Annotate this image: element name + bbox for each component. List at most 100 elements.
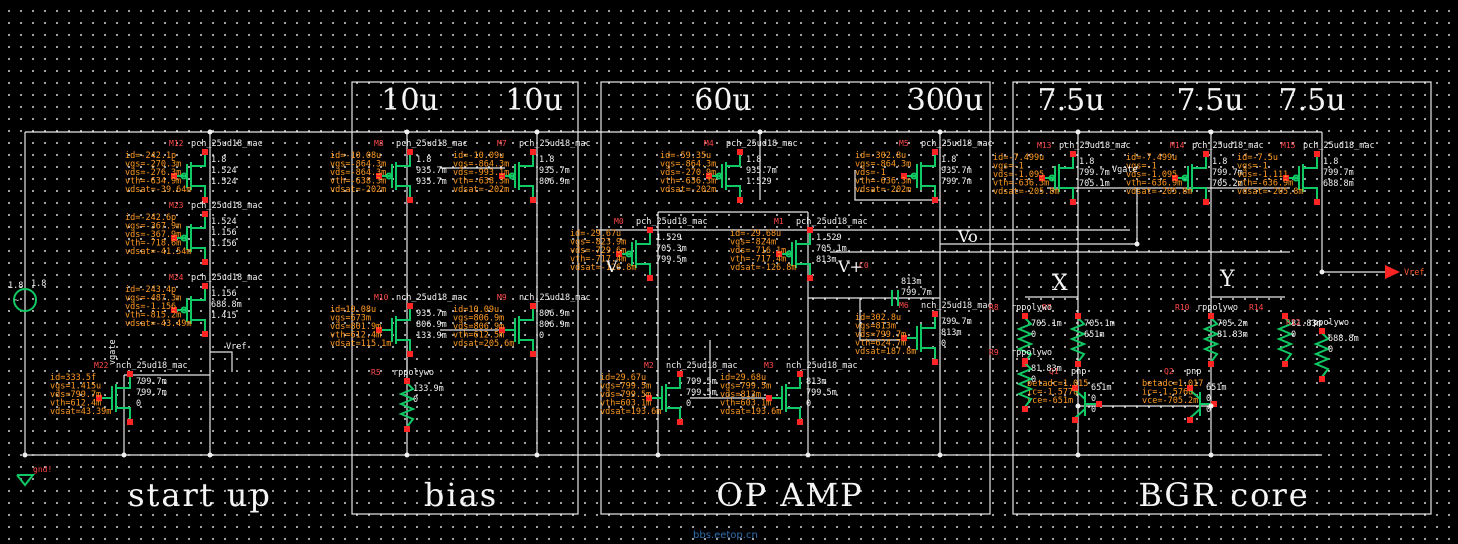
pin	[1070, 199, 1076, 205]
node-voltage: 1.524	[211, 217, 237, 227]
device-param: vds=-270.9m	[660, 168, 716, 178]
junction-dot	[1075, 452, 1081, 458]
node-voltage: 935.7m	[746, 166, 777, 176]
pin	[1075, 313, 1081, 319]
node-voltage: 1.529	[816, 233, 842, 243]
device-model: nch_25ud18_mac	[116, 361, 188, 371]
junction-dot	[1208, 403, 1214, 409]
device-v0[interactable]: V0id=-404.8u1.8	[0, 263, 46, 289]
resistor-symbol	[1016, 317, 1034, 363]
resistor-symbol	[1313, 332, 1331, 378]
device-name: R5	[371, 368, 381, 377]
device-param: vgs=806.9m	[453, 314, 504, 324]
pin	[530, 197, 536, 203]
junction-dot	[1208, 452, 1214, 458]
device-name: M23	[169, 201, 184, 210]
junction-dot	[1134, 241, 1140, 247]
device-param: vgs=673m	[330, 314, 371, 324]
device-param: vdsat=-126.8m	[570, 263, 637, 273]
pin	[646, 395, 652, 401]
bgr-core-block-box	[1012, 81, 1432, 515]
device-param: vgs=-487.3m	[125, 294, 181, 304]
device-model: pch_25ud18_mac	[191, 273, 263, 283]
opamp-block-box	[600, 81, 991, 515]
device-param: vds=-729.6m	[570, 246, 626, 256]
device-name: R8	[989, 303, 999, 312]
device-param: vdsat=-205.8m	[1126, 187, 1193, 197]
device-param: vgs=-1	[993, 162, 1024, 172]
device-param: vgs=-367.9m	[125, 222, 181, 232]
node-voltage: 799.7m	[136, 377, 167, 387]
resistor-symbol	[398, 382, 416, 428]
node-voltage: 799.7m	[941, 317, 972, 327]
device-model: rppolywo	[393, 368, 434, 378]
node-voltage: 81.83m	[1031, 364, 1062, 374]
pin	[932, 149, 938, 155]
vref-output-pin[interactable]	[1385, 265, 1400, 279]
pin	[807, 227, 813, 233]
pin	[1072, 385, 1078, 391]
device-param: vds=-716.1m	[730, 246, 786, 256]
pin	[404, 426, 410, 432]
device-name: M14	[1170, 141, 1185, 150]
section-title-2: OP AMP	[716, 476, 863, 514]
device-name: R7	[1042, 303, 1052, 312]
device-param: vgs=813m	[855, 322, 896, 332]
device-name: R12	[1286, 318, 1301, 327]
node-voltage: 651m	[1091, 383, 1111, 393]
node-voltage: 0	[1031, 330, 1036, 340]
device-param: vdsat=-202m	[855, 185, 911, 195]
device-name: C0	[859, 261, 869, 270]
node-voltage: 935.7m	[539, 166, 570, 176]
device-name: M22	[94, 361, 109, 370]
node-voltage: 1.529	[746, 177, 772, 187]
pin	[376, 327, 382, 333]
device-model: pch_25ud18_mac	[1059, 141, 1131, 151]
device-param: id=-29.68u	[730, 229, 781, 239]
device-name: Q1	[1049, 367, 1059, 376]
branch-current-2-1: 300u	[907, 83, 984, 118]
voltage-source-symbol[interactable]	[13, 288, 37, 312]
pin	[171, 235, 177, 241]
pin	[1187, 385, 1193, 391]
device-param: vds=-367.9m	[125, 230, 181, 240]
node-voltage: 0	[1031, 375, 1036, 385]
branch-current-3-1: 7.5u	[1176, 83, 1243, 118]
pin	[797, 419, 803, 425]
svg-text:~: ~	[14, 296, 19, 306]
device-param: ic=-1.577u	[1027, 388, 1078, 398]
pin	[1208, 361, 1214, 367]
node-voltage: 0	[1206, 405, 1211, 415]
resistor-symbol	[1202, 317, 1220, 363]
node-voltage: 651m	[1206, 383, 1226, 393]
device-model: nch_25ud18_mac	[519, 293, 591, 303]
